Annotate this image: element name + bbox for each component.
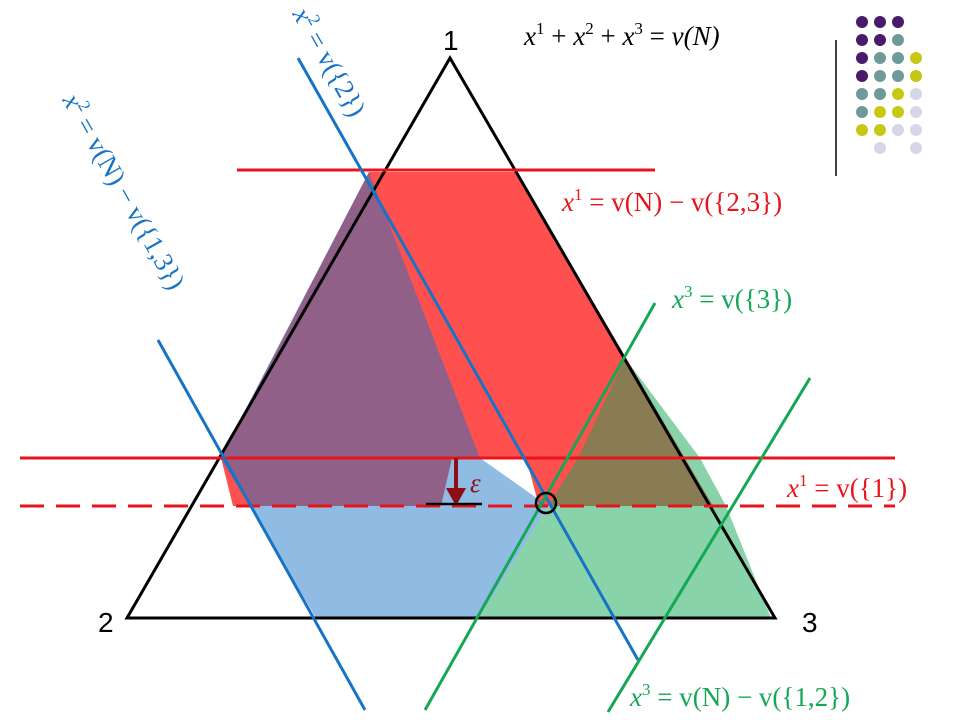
legend-dot [892, 16, 904, 28]
legend-dot [874, 52, 886, 64]
legend-dot [910, 124, 922, 136]
core-triangle [124, 55, 778, 620]
legend-dot [856, 124, 868, 136]
legend-dot [910, 88, 922, 100]
legend-dot [892, 70, 904, 82]
epsilon-arrow-head [446, 488, 466, 506]
legend-dot [856, 106, 868, 118]
line-x2-upper [156, 339, 367, 711]
legend-dot [910, 142, 922, 154]
vertex-label-2: 2 [98, 607, 114, 638]
dot-grid-legend [856, 16, 922, 154]
red-band-region [221, 172, 713, 506]
legend-dot [892, 52, 904, 64]
label-x2-upper: x2 = v(N) − v({1,3}) [56, 86, 193, 294]
legend-dot [874, 70, 886, 82]
line-x3-upper [606, 377, 812, 713]
label-x1-upper: x1 = v(N) − v({2,3}) [561, 185, 782, 217]
label-x1-lower: x1 = v({1}) [786, 471, 907, 503]
legend-dot [874, 16, 886, 28]
efficiency-equation: x1 + x2 + x3 = v(N) [523, 19, 720, 51]
legend-dot [874, 34, 886, 46]
legend-dot [892, 124, 904, 136]
vertex-label-3: 3 [802, 607, 818, 638]
vertex-label-1: 1 [443, 25, 459, 56]
label-x3-lower: x3 = v({3}) [671, 282, 792, 314]
legend-dot [874, 142, 886, 154]
line-x2-lower [296, 57, 640, 661]
legend-dot [910, 52, 922, 64]
line-x3-lower [423, 302, 657, 711]
legend-dot [856, 34, 868, 46]
legend-dot [892, 106, 904, 118]
legend-dot [856, 88, 868, 100]
legend-dot [874, 106, 886, 118]
legend-dot [892, 88, 904, 100]
legend-dot [856, 16, 868, 28]
epsilon-label: ε [470, 468, 481, 498]
legend-dot [910, 106, 922, 118]
legend-dot [910, 70, 922, 82]
label-x3-upper: x3 = v(N) − v({1,2}) [629, 680, 850, 712]
legend-dot [874, 88, 886, 100]
legend-dot [856, 52, 868, 64]
legend-dot [874, 124, 886, 136]
nucleolus-point-marker [534, 491, 558, 515]
green-band-region [479, 358, 771, 618]
legend-dot [892, 34, 904, 46]
legend-dot [856, 70, 868, 82]
